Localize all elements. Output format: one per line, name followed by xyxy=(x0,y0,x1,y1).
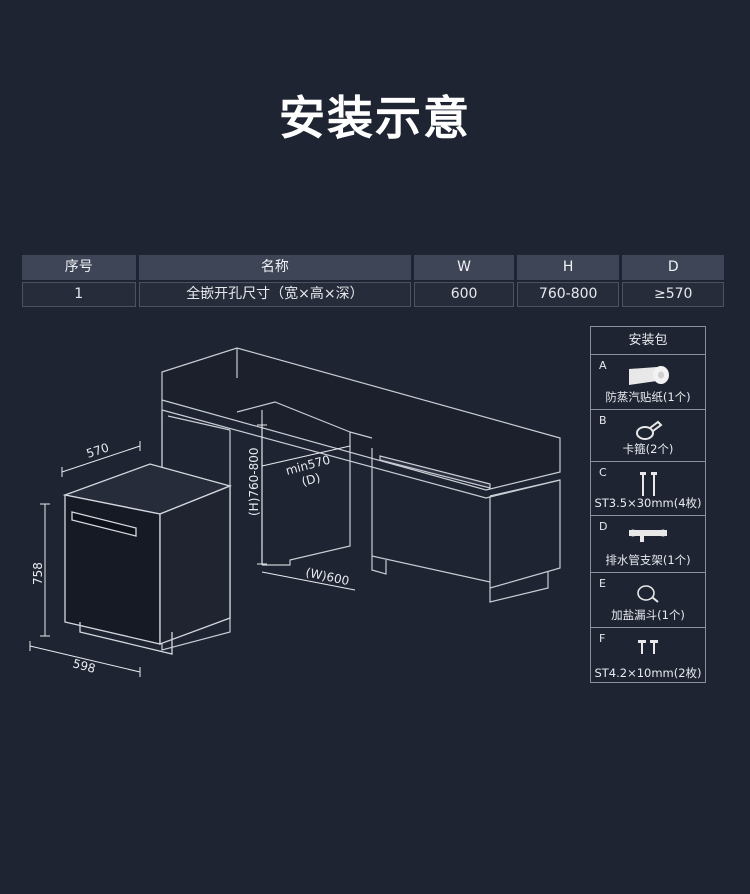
kit-item-e: E 加盐漏斗(1个) xyxy=(591,573,705,628)
kit-label: ST4.2×10mm(2枚) xyxy=(594,666,702,680)
kit-label: 卡箍(2个) xyxy=(622,442,674,456)
page-title: 安装示意 xyxy=(279,91,471,145)
header-w: W xyxy=(414,255,514,280)
cell-name: 全嵌开孔尺寸（宽×高×深） xyxy=(138,282,412,307)
kit-item-f: F ST4.2×10mm(2枚) xyxy=(591,628,705,685)
installation-drawing: 570 758 598 (H)760-800 min570 (D) (W)600 xyxy=(29,347,561,677)
sticker-roll-icon xyxy=(591,363,705,393)
salt-funnel-icon xyxy=(591,581,705,609)
kit-letter: A xyxy=(599,359,607,372)
spec-table: 序号 名称 W H D 1 全嵌开孔尺寸（宽×高×深） 600 760-800 … xyxy=(22,255,725,309)
kit-label: 防蒸汽贴纸(1个) xyxy=(605,390,691,404)
kit-label: 加盐漏斗(1个) xyxy=(611,608,685,622)
hose-clamp-icon xyxy=(591,418,705,448)
kit-item-b: B 卡箍(2个) xyxy=(591,410,705,462)
cell-d: ≥570 xyxy=(622,282,725,307)
kit-letter: B xyxy=(599,414,607,427)
cell-w: 600 xyxy=(414,282,514,307)
kit-item-a: A 防蒸汽贴纸(1个) xyxy=(591,355,705,410)
kit-label: ST3.5×30mm(4枚) xyxy=(594,496,702,510)
long-screw-icon xyxy=(591,470,705,502)
table-row: 1 全嵌开孔尺寸（宽×高×深） 600 760-800 ≥570 xyxy=(22,282,725,307)
short-screw-icon xyxy=(591,636,705,662)
table-header-row: 序号 名称 W H D xyxy=(22,255,724,280)
kit-letter: E xyxy=(599,577,606,590)
kit-letter: C xyxy=(599,466,607,479)
installation-kit-panel: 安装包 A 防蒸汽贴纸(1个) B 卡箍(2个) C ST3.5×30mm(4枚… xyxy=(590,326,706,683)
header-h: H xyxy=(516,255,620,280)
kit-item-d: D 排水管支架(1个) xyxy=(591,516,705,573)
dim-height-758: 758 xyxy=(31,562,45,585)
header-index: 序号 xyxy=(22,255,136,280)
header-name: 名称 xyxy=(138,255,412,280)
drain-bracket-icon xyxy=(591,524,705,550)
cell-index: 1 xyxy=(22,282,136,307)
dim-cabinet-height: (H)760-800 xyxy=(247,447,261,516)
kit-title: 安装包 xyxy=(591,327,705,355)
header-d: D xyxy=(622,255,724,280)
dim-cabinet-depth-d: (D) xyxy=(300,471,322,489)
kit-letter: D xyxy=(599,520,608,533)
kit-letter: F xyxy=(599,632,606,645)
dim-depth-570: 570 xyxy=(85,440,111,460)
cell-h: 760-800 xyxy=(516,282,620,307)
kit-label: 排水管支架(1个) xyxy=(605,553,691,567)
dim-width-598: 598 xyxy=(71,656,97,675)
kit-item-c: C ST3.5×30mm(4枚) xyxy=(591,462,705,516)
